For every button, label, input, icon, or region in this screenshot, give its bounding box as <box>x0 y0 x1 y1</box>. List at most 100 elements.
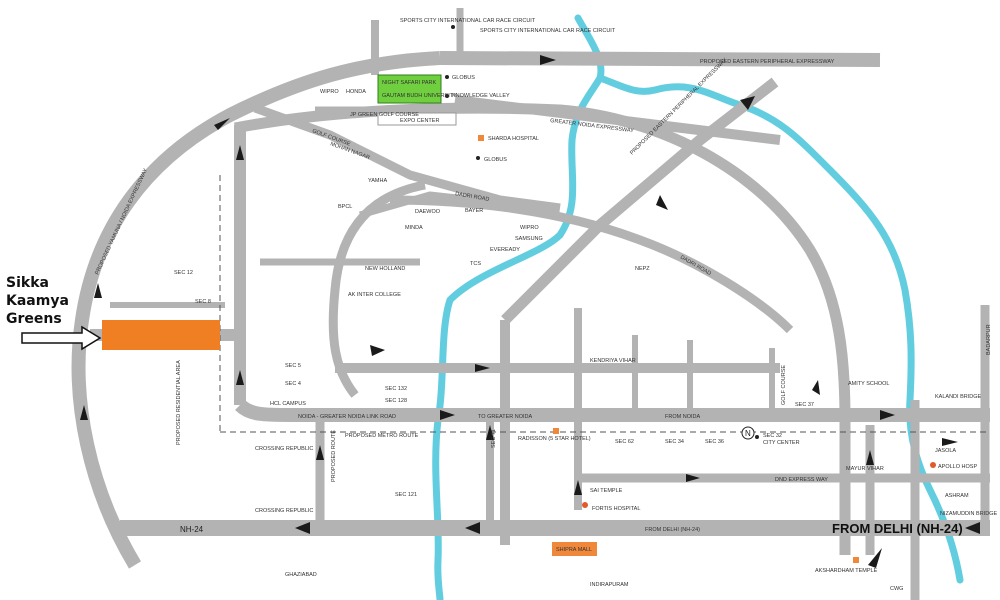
label-sai-temple: SAI TEMPLE <box>590 488 623 494</box>
arrow-icon <box>236 145 244 160</box>
label-radisson: RADISSON (5 STAR HOTEL) <box>518 436 591 442</box>
arrow-icon <box>574 480 582 495</box>
expo-center-box <box>377 112 457 126</box>
label-sec-128: SEC 128 <box>385 398 407 404</box>
arrow-icon <box>866 450 874 465</box>
label-crossing-republic-2: CROSSING REPUBLIC <box>255 508 313 514</box>
arrow-icon <box>880 410 895 420</box>
label-kalandi: KALANDI BRIDGE <box>935 394 981 400</box>
label-ashram: ASHRAM <box>945 493 969 499</box>
label-hcl: HCL CAMPUS <box>270 401 306 407</box>
arrow-icon <box>440 410 455 420</box>
arrow-icon <box>486 425 494 440</box>
arrow-icon <box>316 445 324 460</box>
arrow-icon <box>80 405 88 420</box>
label-sec-32: SEC 32 <box>763 433 782 439</box>
compass-label: N <box>745 429 751 438</box>
road-link <box>235 399 990 422</box>
label-daewoo: DAEWOO <box>415 209 441 215</box>
arrow-icon <box>942 438 958 446</box>
kv-marker <box>445 94 449 98</box>
label-nizamuddin: NIZAMUDDIN BRIDGE <box>940 511 997 517</box>
label-fortis: FORTIS HOSPITAL <box>592 506 640 512</box>
label-jp-green: JP GREEN GOLF COURSE <box>350 112 419 118</box>
label-sec-12: SEC 12 <box>174 270 193 276</box>
label-minda: MINDA <box>405 225 423 231</box>
label-golf-course-2: GOLF COURSE <box>781 365 787 405</box>
globus-marker-2 <box>476 156 480 160</box>
label-kendriya: KENDRIYA VIHAR <box>590 358 636 364</box>
arrow-icon <box>656 195 668 210</box>
label-indirapuram: INDIRAPURAM <box>590 582 629 588</box>
road-loop-upper <box>359 191 552 219</box>
label-sharda: SHARDA HOSPITAL <box>488 136 539 142</box>
project-site <box>102 320 220 350</box>
arrow-icon <box>812 380 820 395</box>
night-safari-park <box>377 74 442 104</box>
arrow-icon <box>370 345 385 356</box>
label-yamha: YAMHA <box>368 178 387 184</box>
callout-line-2: Kaamya <box>6 293 69 309</box>
compass-icon: N <box>741 426 755 440</box>
callout-arrow-icon <box>21 325 102 351</box>
label-night-safari: NIGHT SAFARI PARK <box>382 80 437 86</box>
label-apollo: APOLLO HOSP <box>938 464 977 470</box>
arrow-icon <box>686 474 700 482</box>
label-sec-121: SEC 121 <box>395 492 417 498</box>
label-expo: EXPO CENTER <box>400 118 439 124</box>
label-proposed-route: PROPOSED ROUTE <box>331 430 337 482</box>
label-link-road: NOIDA - GREATER NOIDA LINK ROAD <box>298 414 396 420</box>
label-dnd: DND EXPRESS WAY <box>775 477 828 483</box>
arrow-icon <box>540 55 556 65</box>
label-knowledge-valley: KNOWLEDGE VALLEY <box>452 93 510 99</box>
label-samsung: SAMSUNG <box>515 236 543 242</box>
label-city-center: CITY CENTER <box>763 440 800 446</box>
label-wipro-2: WIPRO <box>520 225 539 231</box>
label-bayer: BAYER <box>465 208 483 214</box>
radisson-marker <box>553 428 559 434</box>
label-globus-1: GLOBUS <box>452 75 475 81</box>
label-sec-132: SEC 132 <box>385 386 407 392</box>
road-diagonal-right <box>501 77 779 324</box>
arrow-icon <box>214 118 230 130</box>
label-eastern-peripheral: PROPOSED EASTERN PERIPHERAL EXPRESSWAY <box>700 59 835 65</box>
road-inner-arc <box>233 102 851 555</box>
road-eastern-peripheral <box>439 51 881 67</box>
arrow-icon <box>465 522 480 534</box>
label-new-holland: NEW HOLLAND <box>365 266 405 272</box>
label-gautam-budh: GAUTAM BUDH UNIVERSITY <box>382 93 457 99</box>
label-shipra: SHIPRA MALL <box>556 547 592 553</box>
label-sports-city-2: SPORTS CITY INTERNATIONAL CAR RACE CIRCU… <box>480 28 616 34</box>
sc-marker-1 <box>451 25 455 29</box>
road-dadri <box>389 195 794 334</box>
road-outer-arc <box>71 51 441 569</box>
city-center-marker <box>755 435 759 439</box>
label-globus-2: GLOBUS <box>484 157 507 163</box>
label-from-noida: FROM NOIDA <box>665 414 700 420</box>
label-cwg: CWG <box>890 586 903 592</box>
label-sec-34: SEC 34 <box>665 439 684 445</box>
road-network <box>71 8 990 600</box>
label-amity: AMITY SCHOOL <box>848 381 889 387</box>
label-akshardham: AKSHARDHAM TEMPLE <box>815 568 878 574</box>
label-sec-8: SEC 8 <box>195 299 211 305</box>
label-wipro-1: WIPRO <box>320 89 339 95</box>
label-nh24: NH-24 <box>180 525 204 534</box>
label-sports-city-1: SPORTS CITY INTERNATIONAL CAR RACE CIRCU… <box>400 18 536 24</box>
label-sec-37: SEC 37 <box>795 402 814 408</box>
label-jasola: JASOLA <box>935 448 956 454</box>
label-badarpur: BADARPUR <box>986 324 992 355</box>
direction-arrows <box>80 55 980 568</box>
label-sec-71: SEC 71 <box>491 429 497 448</box>
arrow-icon <box>475 364 490 372</box>
sharda-marker <box>478 135 484 141</box>
label-sec-5: SEC 5 <box>285 363 301 369</box>
callout-line-3: Greens <box>6 311 62 327</box>
fortis-marker <box>582 502 588 508</box>
label-yamuna-expressway: PROPOSED YAMUNA / NOIDA EXPRESSWAY <box>94 167 149 275</box>
label-sec-62: SEC 62 <box>615 439 634 445</box>
label-mayur-vihar: MAYUR VIHAR <box>846 466 884 472</box>
label-hepz: NEPZ <box>635 266 650 272</box>
label-tcs: TCS <box>470 261 481 267</box>
